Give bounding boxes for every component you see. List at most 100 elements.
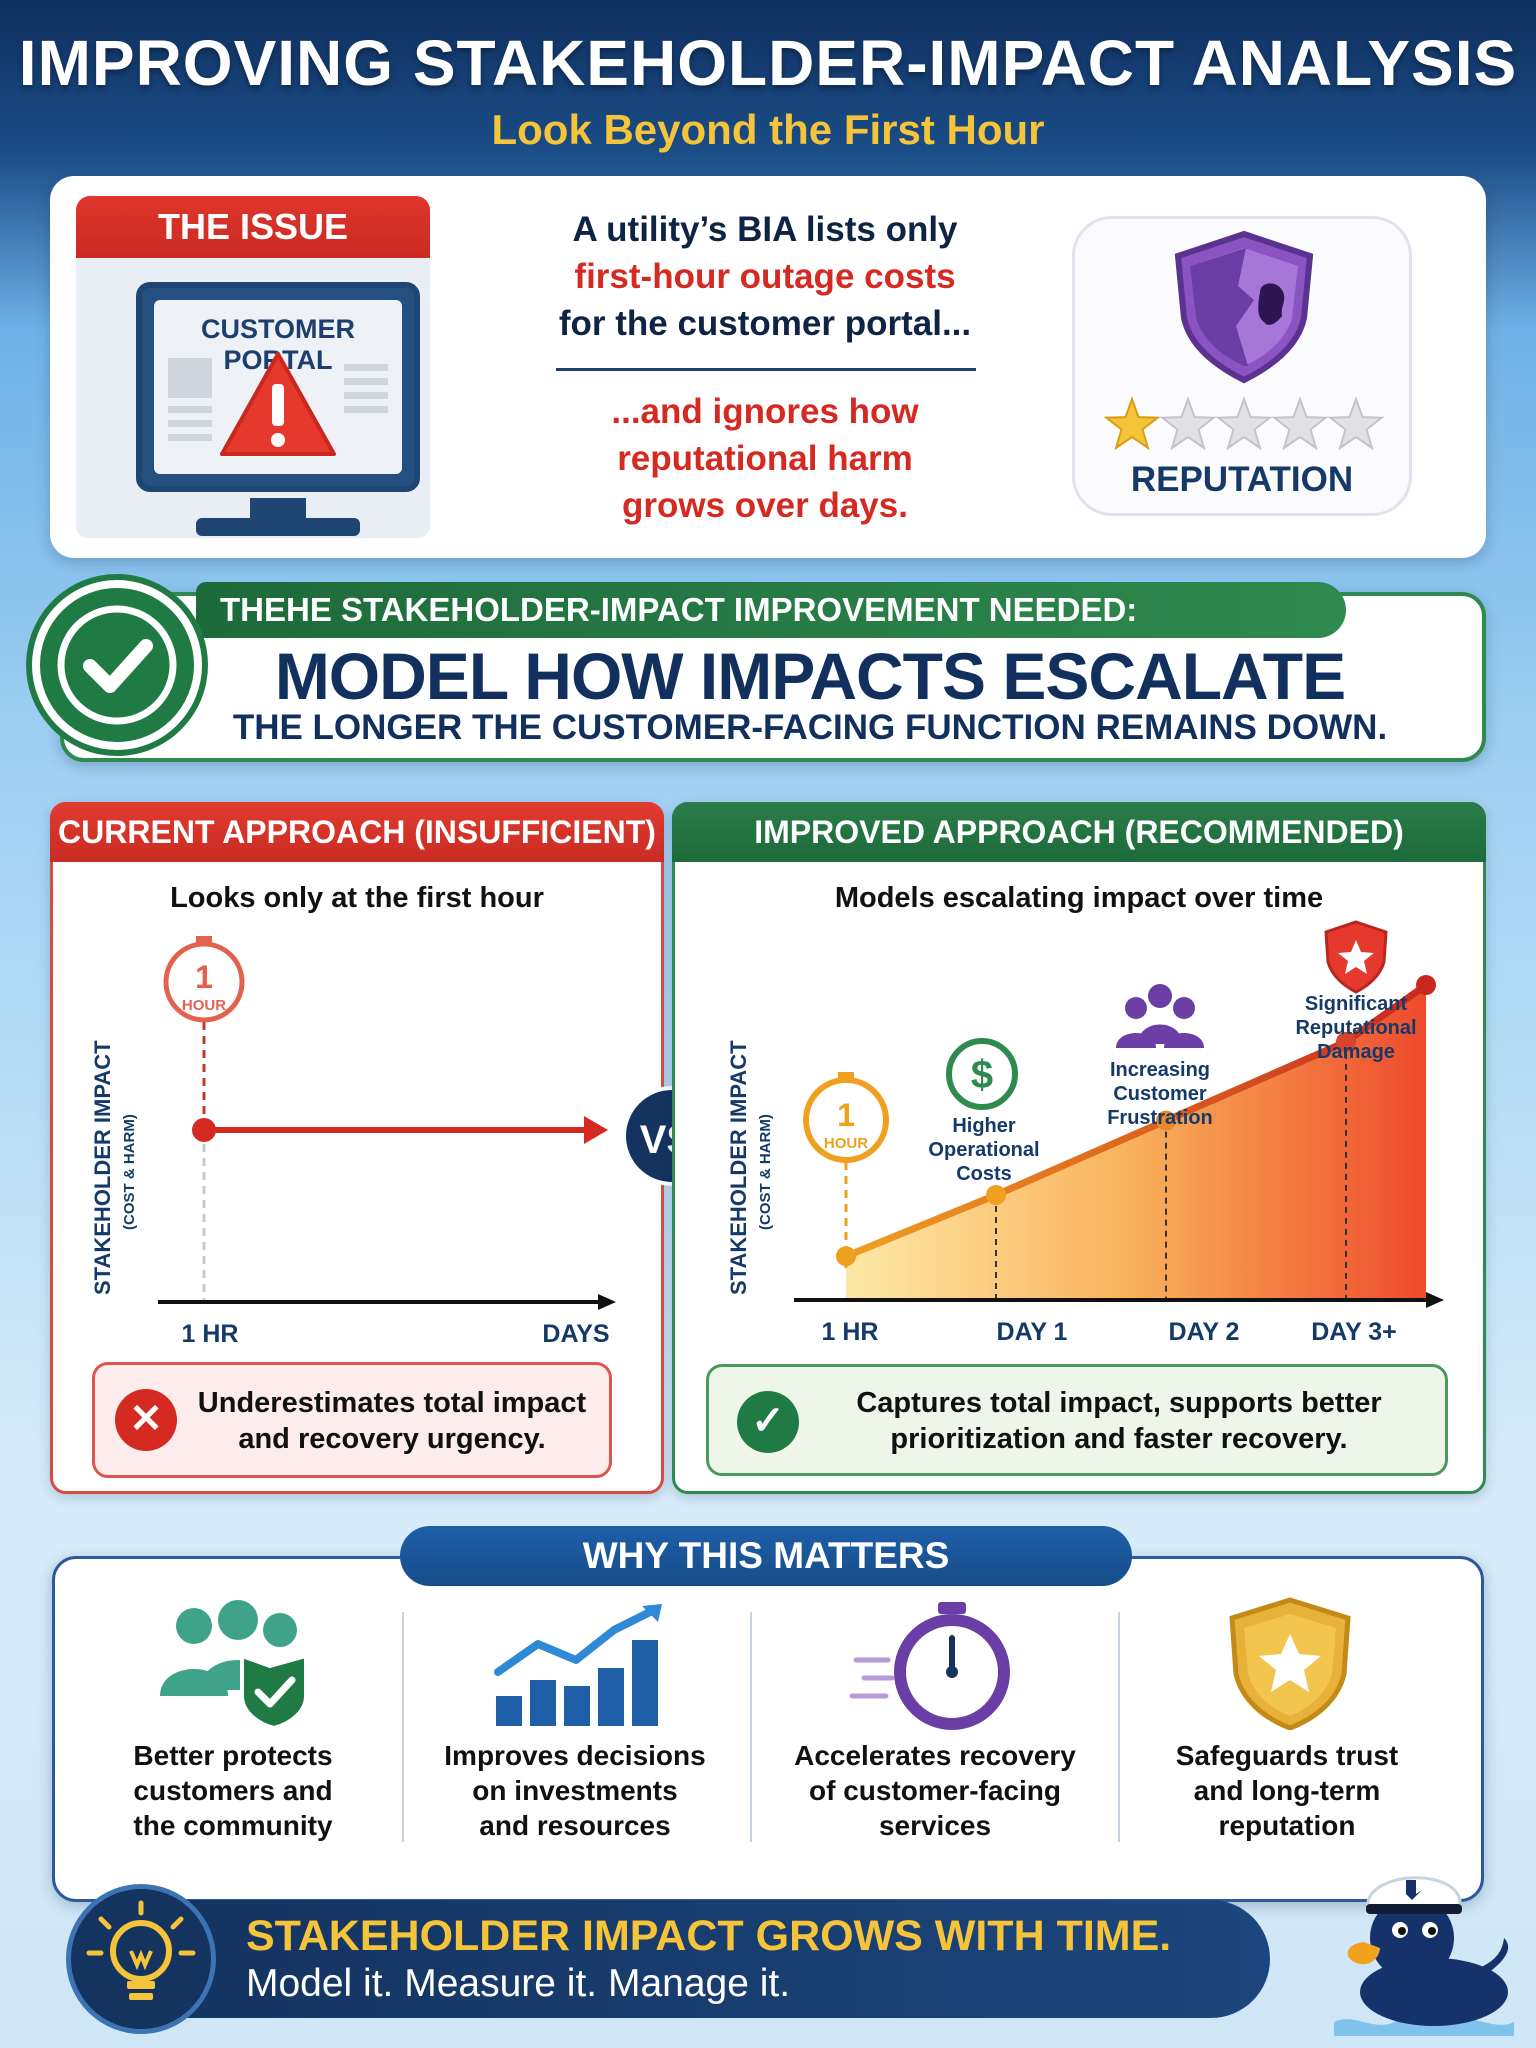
why-item-1-line-1: Better protects [133,1740,333,1771]
lightbulb-icon [86,1900,196,2000]
milestone-3-line-2: Reputational [1295,1017,1416,1039]
footer-tagline: Model it. Measure it. Manage it. [246,1962,791,2005]
star-empty-icon [1327,396,1385,451]
why-item-3: Accelerates recovery of customer-facing … [770,1738,1100,1843]
impact-point [836,1246,856,1267]
current-x-label-1: DAYS [542,1320,609,1348]
why-item-1-line-2: customers and [133,1775,333,1806]
issue-statement: A utility’s BIA lists only first-hour ou… [530,206,1000,347]
growth-chart-icon [494,1604,662,1726]
stopwatch-icon [850,1602,1010,1730]
captain-duck-mascot-icon [1334,1876,1514,2036]
footer-headline: STAKEHOLDER IMPACT GROWS WITH TIME. [246,1912,1172,1960]
reputation-label: REPUTATION [1130,460,1354,499]
improved-chart: STAKEHOLDER IMPACT (COST & HARM) 1 HR DAY… [726,920,1444,1346]
why-item-4: Safeguards trust and long-term reputatio… [1122,1738,1452,1843]
current-y-sublabel: (COST & HARM) [121,1114,138,1230]
star-filled-icon [1103,396,1161,451]
banner-subline: THE LONGER THE CUSTOMER-FACING FUNCTION … [232,708,1388,747]
why-divider [750,1612,752,1842]
star-empty-icon [1159,396,1217,451]
improved-x-label: DAY 3+ [1311,1318,1397,1346]
impact-point [986,1185,1006,1205]
why-divider [1118,1612,1120,1842]
current-timer-unit: HOUR [182,997,226,1014]
page-title: IMPROVING STAKEHOLDER-IMPACT ANALYSIS [18,27,1518,99]
warning-screen-icon [168,352,388,456]
current-approach-heading: CURRENT APPROACH (INSUFFICIENT) [50,802,664,862]
current-timer-icon: 1 HOUR [163,936,245,1023]
current-impact-point [192,1118,216,1142]
people-shield-icon [160,1600,308,1730]
milestone-3-line-3: Damage [1317,1041,1395,1063]
issue-line-3: for the customer portal... [558,304,972,343]
footer-banner [100,1900,1270,2018]
milestone-1-line-3: Costs [956,1163,1012,1185]
why-item-1: Better protects customers and the commun… [68,1738,398,1843]
improved-timer-icon: 1 HOUR [803,1072,889,1163]
current-x-label-0: 1 HR [182,1320,239,1348]
issue-line-2: first-hour outage costs [574,257,956,296]
current-approach-note: ✕ Underestimates total impact and recove… [92,1362,612,1478]
why-item-4-line-3: reputation [1218,1810,1356,1841]
dollar-icon: $ [946,1038,1018,1110]
improved-x-label: DAY 1 [997,1318,1068,1346]
issue-divider [556,368,976,371]
why-item-2-line-1: Improves decisions [444,1740,706,1771]
impact-area [846,985,1426,1298]
why-matters-heading: WHY THIS MATTERS [400,1526,1132,1586]
star-empty-icon [1215,396,1273,451]
improved-y-sublabel: (COST & HARM) [757,1114,774,1230]
why-item-2-line-3: and resources [479,1810,671,1841]
star-badge-icon [1324,920,1388,994]
current-note-text: Underestimates total impact and recovery… [187,1385,597,1457]
consequence-line-2: reputational harm [617,439,913,478]
current-timer-number: 1 [195,959,213,995]
current-y-label: STAKEHOLDER IMPACT [90,1040,115,1295]
milestone-2-line-3: Frustration [1107,1107,1213,1129]
lightbulb-badge [66,1884,216,2034]
banner-tab: THEHE STAKEHOLDER-IMPACT IMPROVEMENT NEE… [196,582,1346,638]
milestone-3-line-1: Significant [1305,993,1408,1015]
improved-timer-unit: HOUR [824,1135,868,1152]
improved-approach-note: ✓ Captures total impact, supports better… [706,1364,1448,1476]
why-divider [402,1612,404,1842]
milestone-drop-lines [995,1041,1347,1300]
improved-approach-subheading: Models escalating impact over time [834,882,1324,914]
improved-note-text: Captures total impact, supports better p… [819,1385,1419,1457]
milestone-1-line-1: Higher [952,1115,1016,1137]
page-subtitle: Look Beyond the First Hour [491,106,1045,153]
impact-point [1156,1110,1176,1131]
why-item-3-line-3: services [878,1810,992,1841]
checkmark-icon [57,605,177,725]
check-badge [32,580,202,750]
reputation-stars [1103,396,1385,451]
why-item-3-line-2: of customer-facing [808,1775,1062,1806]
improved-x-label: 1 HR [822,1318,879,1346]
check-icon: ✓ [737,1391,799,1453]
broken-shield-icon [1174,230,1314,384]
improved-timer-number: 1 [837,1097,855,1133]
improved-y-label: STAKEHOLDER IMPACT [726,1040,751,1295]
monitor-screen: CUSTOMER PORTAL [154,300,402,474]
x-icon: ✕ [115,1389,177,1451]
issue-line-1: A utility’s BIA lists only [572,210,958,249]
star-empty-icon [1271,396,1329,451]
why-item-4-line-2: and long-term [1193,1775,1381,1806]
why-item-4-line-1: Safeguards trust [1175,1740,1399,1771]
improved-approach-heading: IMPROVED APPROACH (RECOMMENDED) [672,802,1486,862]
milestone-2-line-2: Customer [1113,1083,1207,1105]
impact-point [1416,975,1436,995]
improved-x-labels: 1 HR DAY 1 DAY 2 DAY 3+ [822,1318,1397,1346]
monitor-label: CUSTOMER PORTAL [200,314,355,375]
why-item-2: Improves decisions on investments and re… [410,1738,740,1843]
improved-note-line-1: Captures total impact, supports better [856,1387,1382,1419]
why-item-3-line-1: Accelerates recovery [794,1740,1076,1771]
improved-x-label: DAY 2 [1169,1318,1240,1346]
impact-points [836,975,1436,1267]
consequence-line-3: grows over days. [622,486,908,525]
current-note-line-2: and recovery urgency. [238,1423,546,1455]
issue-consequence: ...and ignores how reputational harm gro… [530,388,1000,529]
why-item-2-line-2: on investments [472,1775,678,1806]
svg-text:$: $ [971,1053,993,1097]
